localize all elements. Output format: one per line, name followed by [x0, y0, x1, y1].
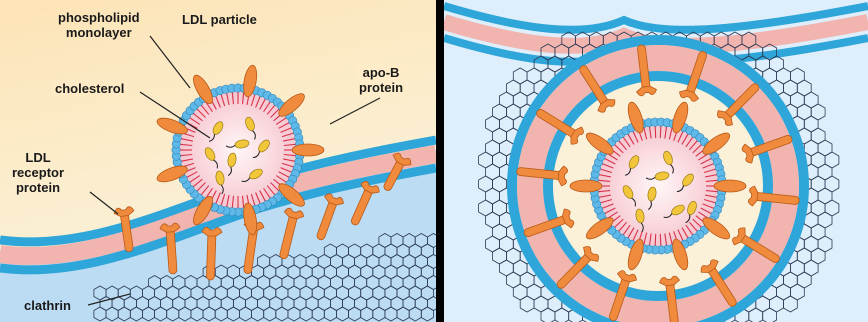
right-panel-coated-vesicle: [444, 0, 868, 322]
left-panel-drawing: [0, 0, 436, 322]
apo-b-protein: [570, 180, 602, 192]
label-ldl-receptor-protein: LDL receptor protein: [12, 150, 64, 195]
right-panel-drawing: [444, 0, 868, 322]
label-apo-b-protein: apo-B protein: [356, 64, 406, 96]
panel-divider: [436, 0, 444, 322]
label-cholesterol: cholesterol: [52, 80, 127, 97]
apo-b-protein: [292, 144, 324, 156]
label-clathrin: clathrin: [24, 298, 71, 313]
ldl-core: [598, 126, 718, 246]
label-phospholipid-monolayer: phospholipid monolayer: [58, 10, 140, 40]
left-panel-binding: phospholipid monolayer LDL particle chol…: [0, 0, 436, 322]
apo-b-protein: [714, 180, 746, 192]
label-ldl-particle: LDL particle: [182, 12, 257, 27]
